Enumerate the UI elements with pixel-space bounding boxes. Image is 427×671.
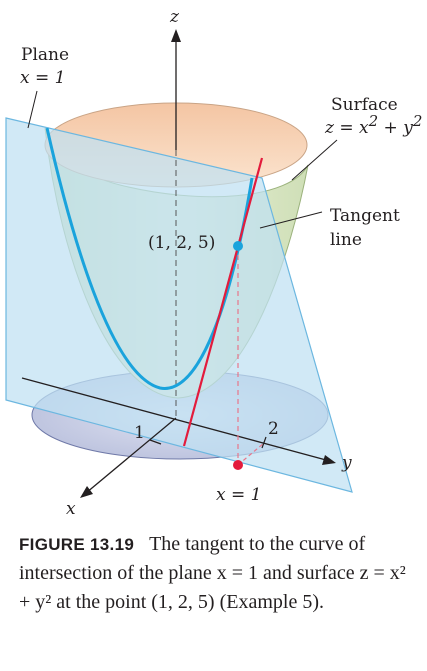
figure-number: FIGURE 13.19 <box>19 535 135 554</box>
base-point <box>233 460 243 470</box>
x-axis-arrow <box>80 486 93 498</box>
x-axis <box>85 417 177 494</box>
intersection-curve <box>45 127 254 390</box>
tangent-label-line1: Tangent <box>330 206 400 226</box>
surface-title: Surface <box>331 95 398 115</box>
caption-text: The tangent to the curve of intersection… <box>19 533 406 613</box>
plane-equation: x = 1 <box>20 68 65 88</box>
y-tick-2 <box>261 436 267 449</box>
z-axis-arrow <box>171 29 181 42</box>
y-axis-label: y <box>341 453 352 473</box>
point-label: (1, 2, 5) <box>148 233 215 253</box>
x-axis-label: x <box>66 499 76 519</box>
tangent-leader <box>259 211 323 229</box>
tangent-line <box>182 157 264 447</box>
x-tick-1 <box>149 439 162 445</box>
figure-caption: FIGURE 13.19 The tangent to the curve of… <box>19 530 419 617</box>
plane-title: Plane <box>21 45 69 65</box>
surface-equation: z = x2 + y2 <box>324 112 422 138</box>
y-tick-label: 2 <box>268 419 279 439</box>
plane-leader <box>27 90 38 129</box>
surface-leader <box>291 139 338 181</box>
plane-x-equals-1 <box>5 117 353 493</box>
point-1-2-5 <box>233 241 243 251</box>
z-axis-label: z <box>169 7 180 27</box>
base-projection-line <box>237 442 265 466</box>
y-axis-arrow <box>322 455 336 465</box>
tangent-label-line2: line <box>330 230 362 250</box>
x-tick-label: 1 <box>134 423 145 443</box>
paraboloid-figure: z y x Plane x = 1 Surface z = x2 + y2 Ta… <box>5 7 422 519</box>
base-equation: x = 1 <box>216 485 261 505</box>
